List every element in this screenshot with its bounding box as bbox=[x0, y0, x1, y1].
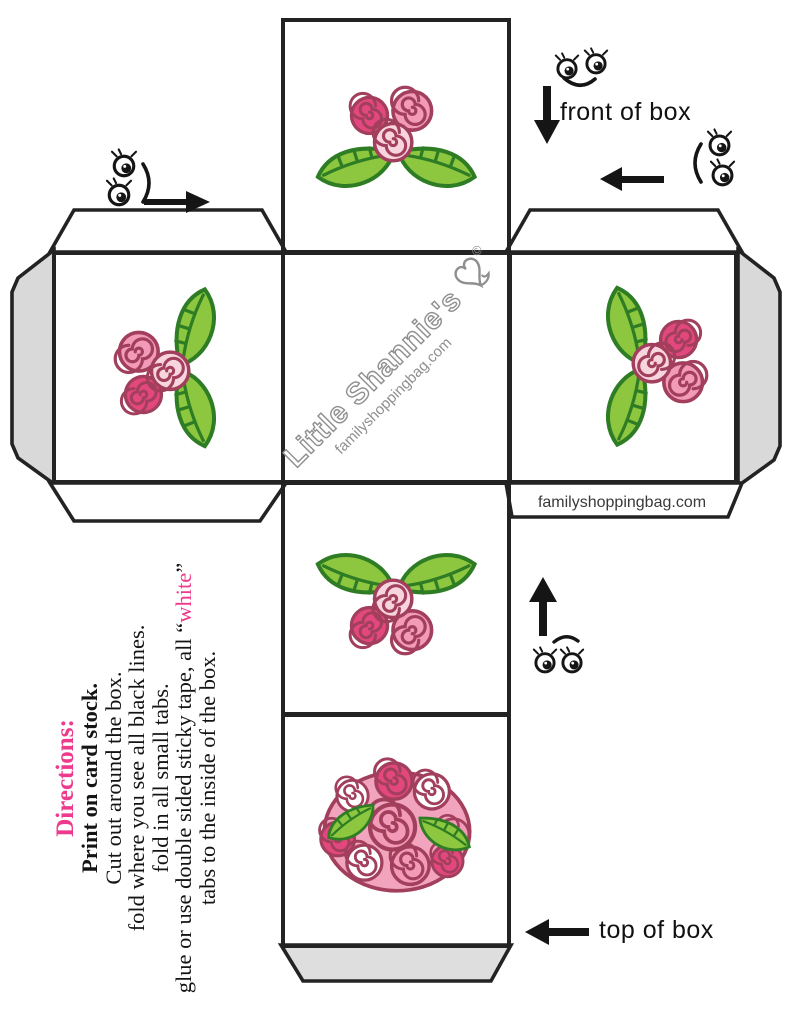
eye-icon bbox=[105, 176, 133, 207]
rose-flower-icon bbox=[313, 533, 481, 667]
smile-curve-icon bbox=[141, 162, 151, 204]
bottom-flap-tab bbox=[277, 943, 515, 983]
directions-tabs-line: fold in all small tabs. bbox=[147, 683, 173, 873]
right-panel-top-tab bbox=[502, 208, 746, 254]
eye-icon bbox=[583, 46, 609, 75]
directions-print-line: Print on card stock. bbox=[77, 683, 102, 873]
rose-bouquet-icon bbox=[317, 757, 476, 893]
directions-block: Directions: Print on card stock. Cut out… bbox=[52, 528, 223, 1024]
panel-left-face bbox=[52, 251, 285, 484]
fold-hint-right bbox=[598, 126, 740, 196]
directions-glue-line: glue or use double sided sticky tape, al… bbox=[171, 528, 196, 1024]
front-of-box-annotation bbox=[533, 44, 683, 144]
eye-icon bbox=[110, 147, 138, 178]
left-panel-bottom-tab bbox=[46, 481, 290, 523]
tab-site-text: familyshoppingbag.com bbox=[538, 494, 706, 511]
directions-inside-line: tabs to the inside of the box. bbox=[194, 650, 220, 906]
right-panel-side-tab bbox=[736, 246, 782, 490]
fold-hint-top-left bbox=[98, 146, 218, 218]
rose-flower-icon bbox=[102, 283, 236, 451]
directions-heading: Directions: bbox=[52, 719, 79, 837]
rose-flower-icon bbox=[313, 74, 481, 208]
panel-center-glue-face bbox=[281, 251, 511, 484]
front-of-box-label: front of box bbox=[560, 98, 692, 126]
glue-line-suffix: ” bbox=[171, 562, 196, 573]
eyebrow-curve-icon bbox=[552, 635, 580, 644]
eye-icon bbox=[532, 645, 558, 674]
left-arrow-icon bbox=[525, 919, 589, 945]
glue-line-prefix: glue or use double sided sticky tape, al… bbox=[171, 622, 196, 994]
left-arrow-icon bbox=[600, 167, 664, 191]
top-of-box-annotation: top of box bbox=[521, 912, 741, 952]
down-arrow-icon bbox=[534, 86, 560, 144]
left-panel-side-tab bbox=[10, 246, 56, 488]
panel-back-face bbox=[281, 481, 511, 716]
branding-bottom-tab: familyshoppingbag.com bbox=[503, 481, 745, 519]
right-arrow-icon bbox=[144, 191, 210, 213]
rose-flower-icon bbox=[586, 283, 720, 451]
top-of-box-label: top of box bbox=[599, 916, 714, 944]
directions-cut-line: Cut out around the box. bbox=[100, 671, 126, 885]
up-arrow-icon bbox=[529, 577, 557, 636]
glue-line-white-word: white bbox=[171, 572, 196, 623]
smile-curve-icon bbox=[562, 76, 597, 88]
panel-top-face bbox=[281, 18, 511, 254]
eye-icon bbox=[709, 157, 736, 187]
eye-icon bbox=[559, 645, 585, 674]
panel-right-face bbox=[508, 251, 738, 484]
eye-icon bbox=[706, 127, 733, 157]
smile-curve-icon bbox=[693, 142, 703, 184]
directions-fold-line: fold where you see all black lines. bbox=[124, 624, 149, 932]
panel-bottom-face bbox=[281, 713, 511, 948]
fold-hint-middle bbox=[526, 574, 592, 676]
